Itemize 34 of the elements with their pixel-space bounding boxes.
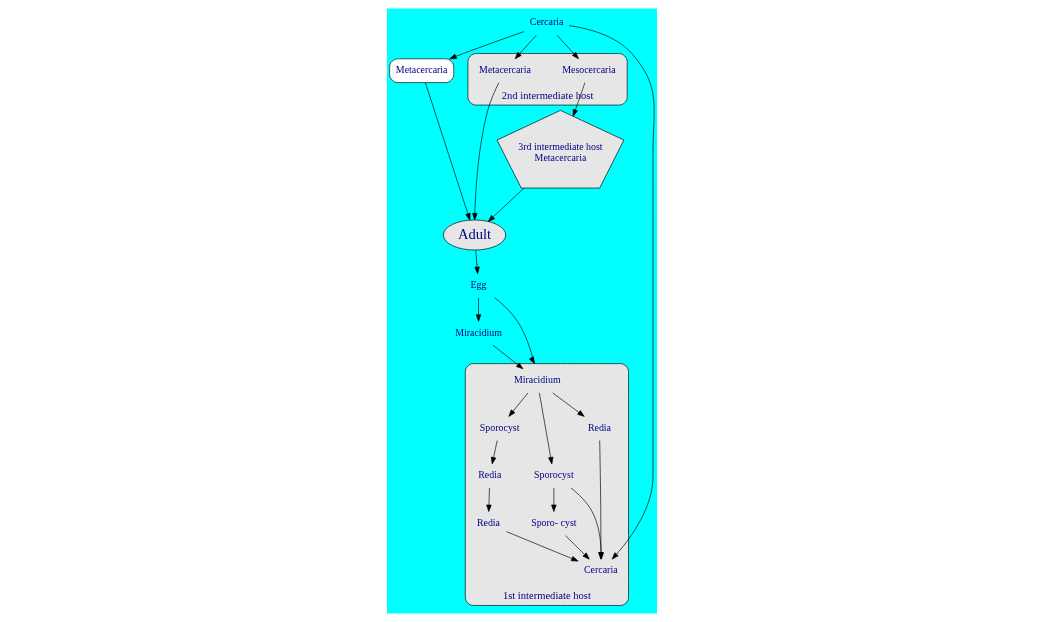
node-text: Mesocercaria (561, 64, 616, 76)
arrow (550, 487, 556, 512)
arrow (514, 34, 537, 60)
node-text: Metacercaria (478, 64, 531, 76)
arrow (538, 392, 553, 465)
arrow (508, 392, 528, 417)
node-text: Egg (470, 278, 487, 290)
arrow (424, 82, 470, 221)
arrow (473, 249, 480, 274)
arrow (551, 392, 585, 417)
arrow (448, 31, 524, 60)
arrow (505, 531, 578, 562)
arrow (564, 535, 590, 560)
node-text: Sporo- cyst (530, 516, 577, 528)
arrow (487, 187, 524, 222)
arrow (492, 345, 523, 370)
node-text: Miracidium (454, 326, 502, 338)
arrow (572, 82, 585, 117)
arrow (485, 487, 492, 512)
arrow (556, 34, 579, 60)
arrow (471, 82, 499, 221)
arrow (493, 297, 535, 364)
node-text: Redia (587, 421, 611, 433)
node-text: Sporocyst (533, 469, 574, 481)
node-text: Redia (476, 516, 500, 528)
node-text: Redia (477, 469, 501, 481)
node-text: Sporocyst (479, 421, 519, 433)
node-box: Metacercaria (388, 58, 454, 83)
node-ellipse: Adult (442, 219, 506, 251)
node-text: Cercaria (529, 16, 563, 28)
arrow (475, 297, 481, 322)
node-text: Cercaria (583, 564, 618, 576)
arrow (490, 440, 498, 465)
node-text: Miracidium (513, 374, 561, 386)
